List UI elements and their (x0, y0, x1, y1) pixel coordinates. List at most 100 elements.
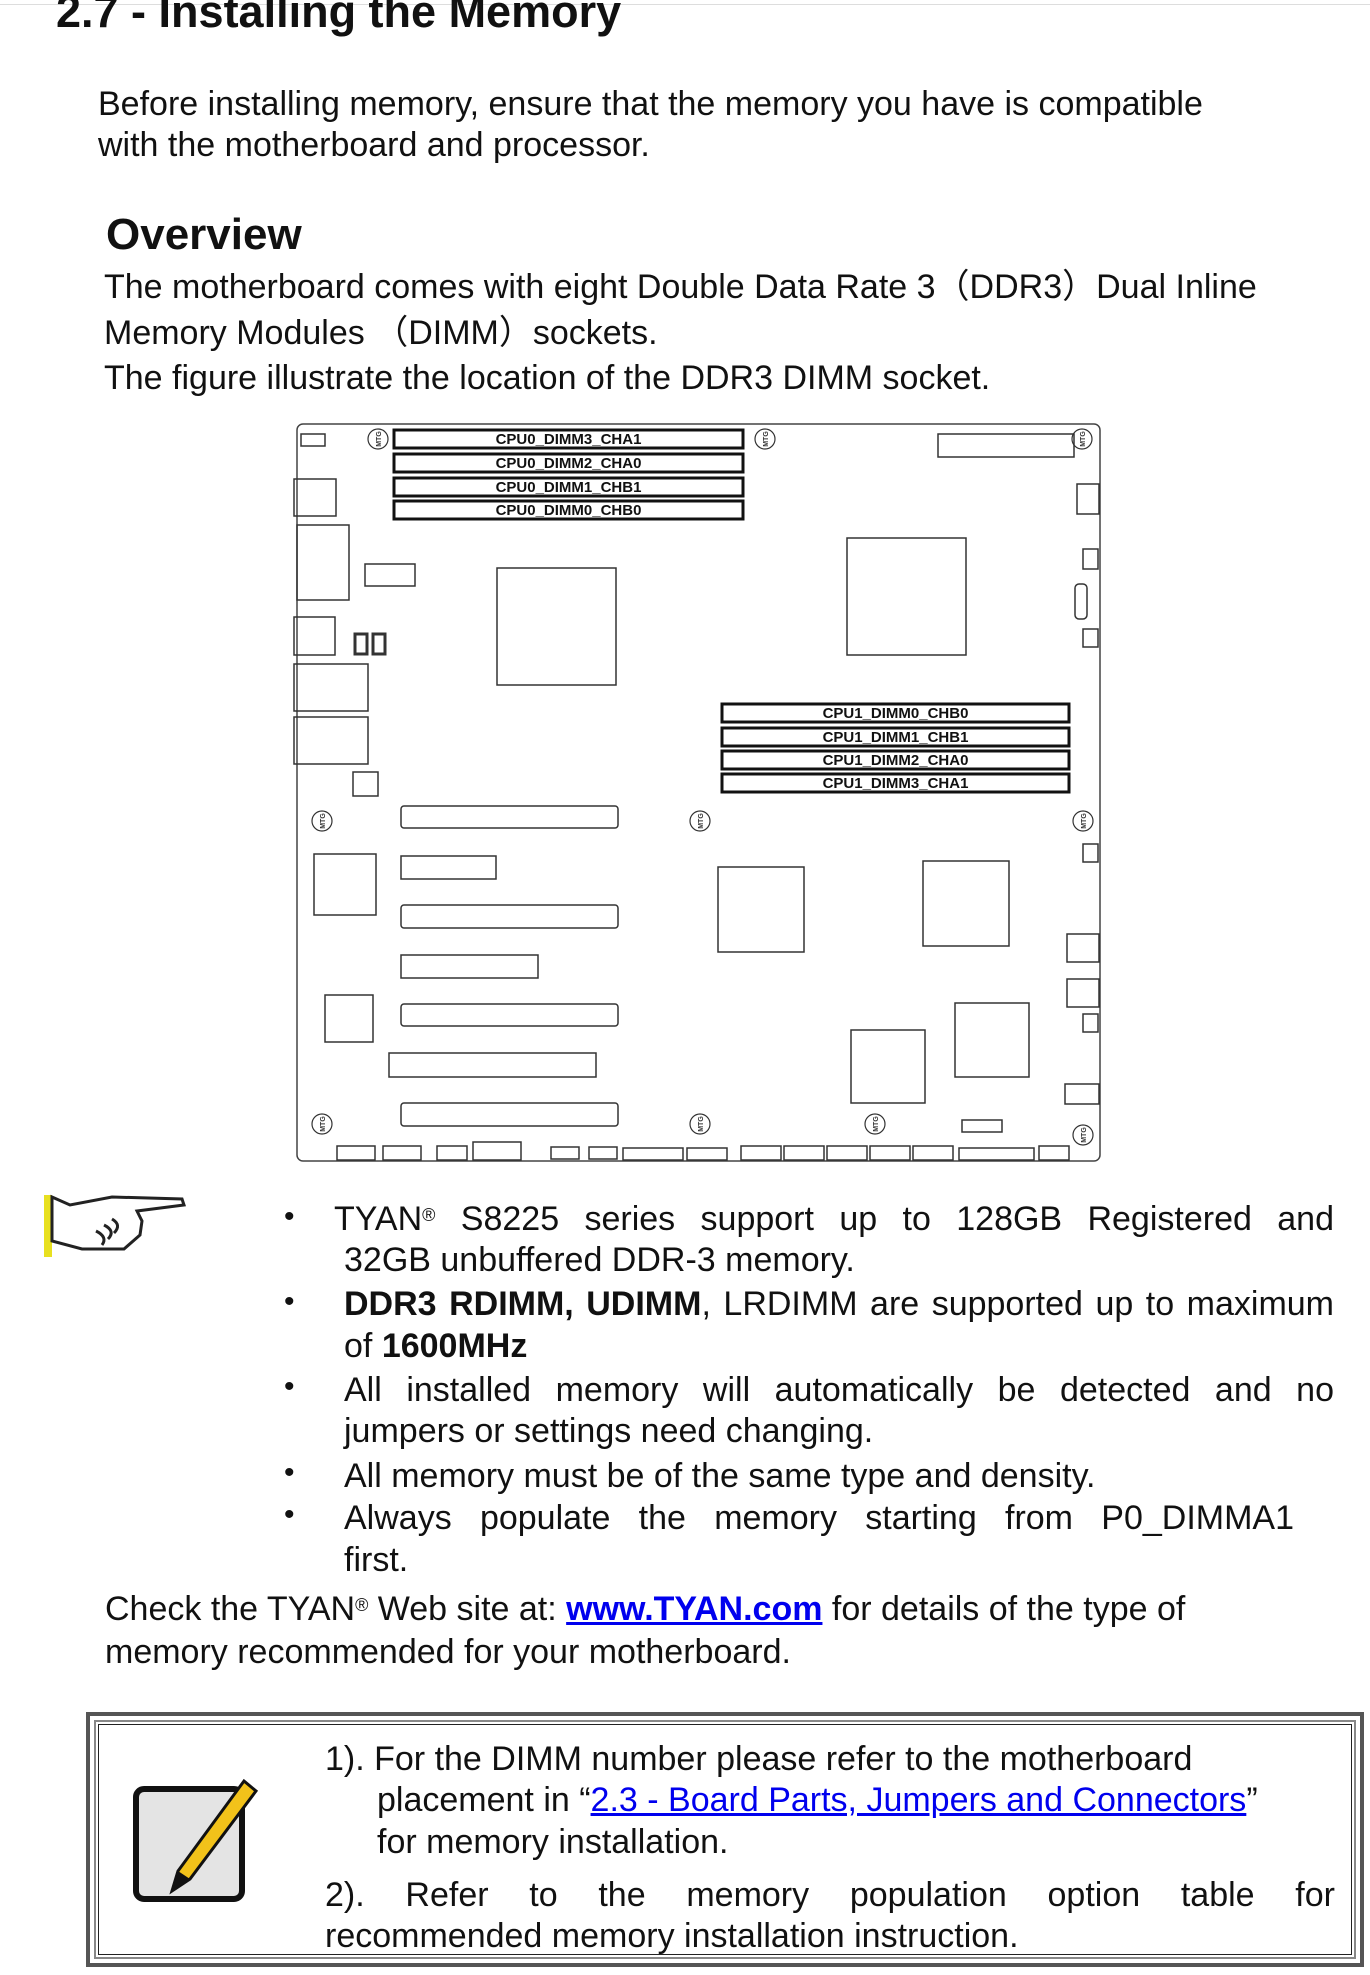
mounting-hole-label: MTG (698, 1116, 705, 1132)
bullet-1-line-2: 32GB unbuffered DDR-3 memory. (344, 1241, 855, 1279)
connector (1082, 843, 1099, 863)
intro-line: Before installing memory, ensure that th… (98, 85, 1203, 123)
note-pencil-icon (133, 1778, 259, 1902)
cpu0-socket (496, 567, 617, 686)
intro-line: with the motherboard and processor. (98, 126, 650, 164)
bullet-4-line: All memory must be of the same type and … (344, 1457, 1096, 1495)
connector (1082, 628, 1099, 648)
connector (961, 1119, 1003, 1133)
bullet-2-line-2: of 1600MHz (344, 1326, 527, 1366)
dimm-slot-label: CPU1_DIMM2_CHA0 (823, 752, 969, 769)
mounting-hole-label: MTG (1081, 1127, 1088, 1143)
connector (1082, 1013, 1099, 1033)
io-port (293, 478, 337, 517)
note-box (86, 1712, 1364, 1967)
chip (352, 771, 379, 797)
mounting-hole-label: MTG (763, 431, 770, 447)
dimm-slot (392, 476, 745, 498)
pcie-slot (400, 904, 619, 929)
mounting-hole-label: MTG (873, 1116, 880, 1132)
chip (922, 860, 1010, 947)
io-port (293, 716, 369, 765)
bullet-2-text: , LRDIMM are supported up to maximum (701, 1285, 1334, 1323)
mounting-hole (367, 428, 389, 450)
bullet-icon: • (284, 1456, 295, 1489)
overview-line: The figure illustrate the location of th… (104, 359, 991, 397)
dimm-slot-label: CPU0_DIMM1_CHB1 (496, 479, 642, 496)
connector (1066, 978, 1100, 1008)
check-website-line-2: memory recommended for your motherboard. (105, 1633, 791, 1671)
mounting-hole (689, 1113, 711, 1135)
bullet-3-line-2: jumpers or settings need changing. (344, 1412, 874, 1450)
pcie-slot (400, 805, 619, 829)
mounting-hole-label: MTG (320, 1116, 327, 1132)
dimm-slot-label: CPU1_DIMM3_CHA1 (823, 775, 969, 792)
section-title: 2.7 - Installing the Memory (56, 0, 622, 37)
bullet-5-line-2: first. (344, 1541, 409, 1579)
pci-slot (400, 954, 539, 979)
mounting-hole-label: MTG (1081, 813, 1088, 829)
note-1-line-2: placement in “2.3 - Board Parts, Jumpers… (377, 1780, 1258, 1820)
bullet-2-line: DDR3 RDIMM, UDIMM, LRDIMM are supported … (344, 1284, 1334, 1324)
mounting-hole (754, 428, 776, 450)
bullet-3-line: All installed memory will automatically … (344, 1371, 1334, 1409)
bullet-1-text: S8225 series support up to 128GB Registe… (460, 1200, 1334, 1238)
connector (1082, 548, 1099, 570)
connector (1074, 583, 1088, 620)
mounting-hole (311, 810, 333, 832)
registered-mark: ® (355, 1595, 369, 1615)
chip (313, 853, 377, 916)
connector (1066, 933, 1100, 963)
note-1-line-3: for memory installation. (377, 1823, 729, 1861)
brand-name: TYAN (334, 1200, 423, 1238)
dimm-slot (720, 749, 1071, 771)
atx-power-connector (937, 433, 1075, 458)
connector (300, 433, 326, 447)
bullet-1-line: TYAN® S8225 series support up to 128GB R… (334, 1199, 1334, 1239)
motherboard-diagram: CPU0_DIMM3_CHA1CPU0_DIMM2_CHA0CPU0_DIMM1… (293, 423, 1101, 1162)
intro-paragraph: Before installing memory, ensure that th… (98, 84, 1203, 166)
registered-mark: ® (422, 1205, 436, 1225)
check-website-line: Check the TYAN® Web site at: www.TYAN.co… (105, 1589, 1185, 1629)
pci-slot (388, 1052, 597, 1078)
io-port (296, 524, 350, 601)
jumper (353, 632, 369, 656)
bullet-5-line: Always populate the memory starting from… (344, 1499, 1294, 1537)
bullet-2-bold: DDR3 RDIMM, UDIMM (344, 1285, 702, 1323)
check-text: Check the TYAN (105, 1590, 356, 1628)
bullet-icon: • (284, 1285, 295, 1318)
note-text: placement in “ (377, 1781, 591, 1819)
dimm-slot (720, 702, 1071, 724)
bullet-icon: • (284, 1370, 295, 1403)
board-parts-link[interactable]: 2.3 - Board Parts, Jumpers and Connector… (590, 1781, 1247, 1819)
mounting-hole-label: MTG (376, 431, 383, 447)
note-2-line-2: recommended memory installation instruct… (325, 1917, 1019, 1955)
pcie-slot (400, 1102, 619, 1127)
check-text: Web site at: (368, 1590, 567, 1628)
page-top-rule (0, 4, 1370, 5)
note-1-line-1: 1). For the DIMM number please refer to … (325, 1740, 1193, 1778)
dimm-slot-label: CPU0_DIMM3_CHA1 (496, 431, 642, 448)
chip (324, 994, 374, 1043)
mounting-hole-label: MTG (1080, 431, 1087, 447)
mounting-hole (1072, 1124, 1094, 1146)
dimm-slot (392, 452, 745, 474)
mounting-hole (864, 1113, 886, 1135)
bottom-connectors (336, 1141, 1070, 1161)
power-connector (364, 563, 416, 587)
chipset (717, 866, 805, 953)
jumper (371, 632, 387, 656)
tyan-website-link[interactable]: www.TYAN.com (566, 1590, 823, 1628)
connector (1064, 1083, 1100, 1105)
dimm-slot (392, 428, 745, 450)
check-text: for details of the type of (822, 1590, 1186, 1628)
mounting-hole (1071, 428, 1093, 450)
dimm-slot (392, 499, 745, 521)
mounting-hole-label: MTG (320, 813, 327, 829)
chip (954, 1002, 1030, 1078)
board-outline (296, 423, 1101, 1162)
mounting-hole-label: MTG (698, 813, 705, 829)
bullet-icon: • (284, 1200, 295, 1233)
io-port (293, 663, 369, 712)
chip (850, 1029, 926, 1104)
